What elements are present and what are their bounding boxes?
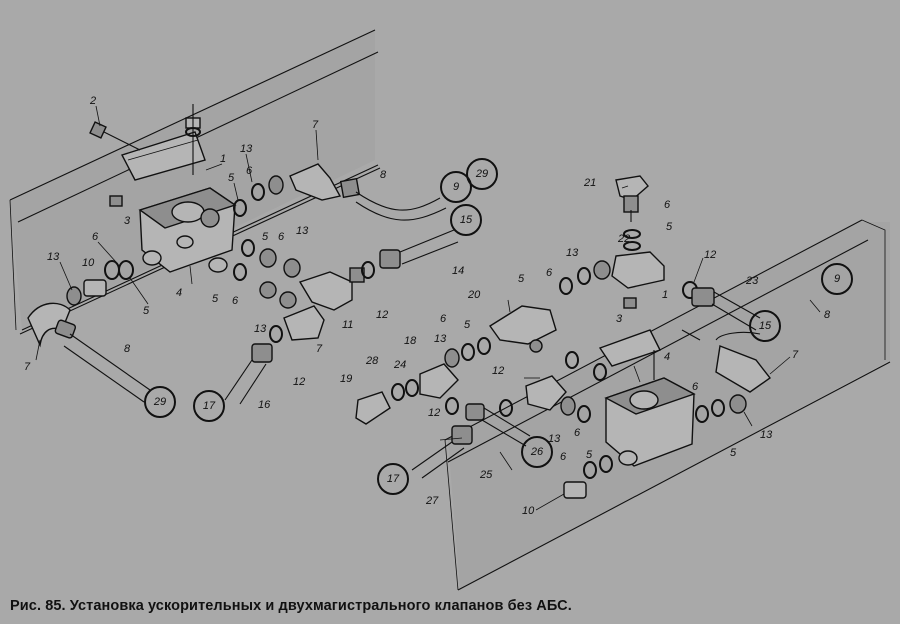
callout-circle-17: 17	[377, 463, 409, 495]
label-6: 6	[664, 199, 671, 211]
label-13: 13	[548, 433, 561, 445]
label-5: 5	[262, 231, 269, 243]
label-4: 4	[664, 351, 670, 363]
label-5: 5	[586, 449, 593, 461]
label-12: 12	[376, 309, 388, 321]
svg-text:9: 9	[453, 181, 459, 193]
label-2: 2	[89, 95, 96, 107]
label-23: 23	[745, 275, 759, 287]
label-7: 7	[24, 361, 31, 373]
part-labels: 2 1 13 6 5 7 8 3 13 10 6 5 7 4 5 6 6 5 1…	[24, 95, 831, 517]
label-3: 3	[124, 215, 131, 227]
circled-callouts: 29 9 15 29 17 9 15 26	[144, 158, 853, 495]
callout-circle-15: 15	[450, 204, 482, 236]
label-7: 7	[792, 349, 799, 361]
label-13: 13	[434, 333, 447, 345]
label-8: 8	[824, 309, 831, 321]
label-13: 13	[254, 323, 267, 335]
label-11: 11	[342, 319, 353, 331]
valve-21	[615, 175, 649, 201]
plug-19	[355, 391, 391, 425]
label-20: 20	[467, 289, 481, 301]
label-25: 25	[479, 469, 493, 481]
label-24: 24	[393, 359, 406, 371]
label-13: 13	[47, 251, 60, 263]
label-22: 22	[617, 233, 630, 245]
svg-text:15: 15	[759, 320, 772, 332]
svg-text:9: 9	[834, 273, 840, 285]
label-3: 3	[616, 313, 623, 325]
bracket-1-right	[598, 329, 661, 367]
label-8: 8	[124, 343, 131, 355]
callout-circle-9: 9	[821, 263, 853, 295]
label-5: 5	[228, 172, 235, 184]
label-7: 7	[316, 343, 323, 355]
label-5: 5	[730, 447, 737, 459]
callout-circle-9: 9	[440, 171, 472, 203]
label-1: 1	[220, 153, 226, 165]
plug-10-right	[563, 481, 587, 499]
label-19: 19	[340, 373, 352, 385]
svg-text:15: 15	[460, 214, 473, 226]
label-10: 10	[522, 505, 535, 517]
label-12: 12	[704, 249, 716, 261]
callout-circle-29: 29	[144, 386, 176, 418]
label-5: 5	[143, 305, 150, 317]
label-6: 6	[546, 267, 553, 279]
label-13: 13	[760, 429, 773, 441]
tee-11	[298, 271, 353, 311]
label-7: 7	[312, 119, 319, 131]
label-21: 21	[583, 177, 596, 189]
label-12: 12	[492, 365, 504, 377]
label-6: 6	[246, 165, 253, 177]
callout-circle-17: 17	[193, 390, 225, 422]
label-18: 18	[404, 335, 417, 347]
label-1: 1	[662, 289, 668, 301]
label-5: 5	[212, 293, 219, 305]
label-10: 10	[82, 257, 95, 269]
label-16: 16	[258, 399, 271, 411]
label-6: 6	[92, 231, 99, 243]
label-28: 28	[365, 355, 379, 367]
svg-text:17: 17	[203, 400, 216, 412]
label-5: 5	[518, 273, 525, 285]
svg-text:26: 26	[530, 446, 544, 458]
plug-10-left	[83, 279, 107, 297]
svg-text:29: 29	[153, 396, 166, 408]
leader-lines	[35, 105, 821, 511]
callout-circle-26: 26	[521, 436, 553, 468]
label-6: 6	[278, 231, 285, 243]
label-6: 6	[440, 313, 447, 325]
label-6: 6	[232, 295, 239, 307]
svg-text:29: 29	[475, 168, 488, 180]
svg-text:17: 17	[387, 473, 400, 485]
label-8: 8	[380, 169, 387, 181]
label-4: 4	[176, 287, 182, 299]
callout-circle-29: 29	[466, 158, 498, 190]
label-13: 13	[240, 143, 253, 155]
label-6: 6	[574, 427, 581, 439]
label-5: 5	[464, 319, 471, 331]
bolt-2	[99, 129, 141, 151]
callout-circle-15: 15	[749, 310, 781, 342]
label-13: 13	[566, 247, 579, 259]
label-12: 12	[293, 376, 305, 388]
label-14: 14	[452, 265, 464, 277]
label-6: 6	[560, 451, 567, 463]
label-5: 5	[666, 221, 673, 233]
label-13: 13	[296, 225, 309, 237]
right-valve-assembly	[355, 175, 772, 499]
figure-caption: Рис. 85. Установка ускорительных и двухм…	[10, 598, 572, 614]
label-27: 27	[425, 495, 439, 507]
label-6: 6	[692, 381, 699, 393]
label-12: 12	[428, 407, 440, 419]
left-accelerator-valve-assembly	[27, 104, 459, 405]
